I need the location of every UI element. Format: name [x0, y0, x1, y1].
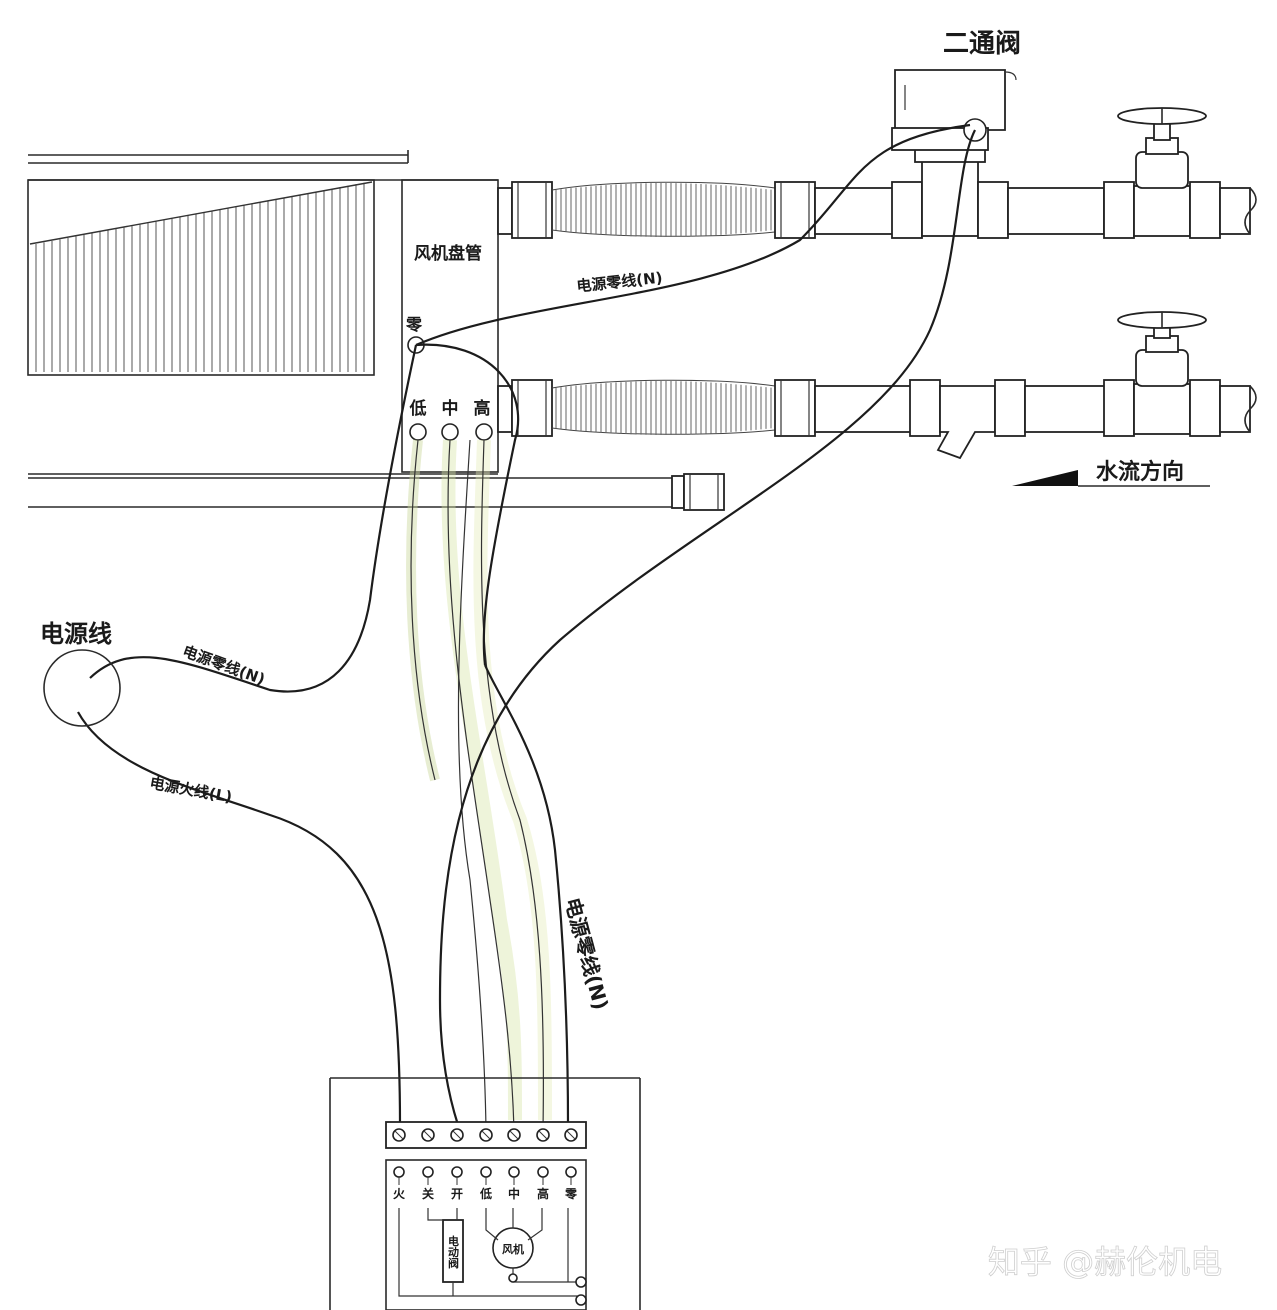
gate-valve-upper — [1117, 107, 1207, 189]
controller-terminal-label: 火 — [393, 1187, 406, 1201]
fan-coil-label: 风机盘管 — [414, 243, 482, 264]
watermark-text: 知乎 @赫伦机电 — [988, 1243, 1222, 1281]
power-cord-symbol — [43, 649, 121, 727]
power-neutral-top-label: 电源零线(N) — [576, 269, 664, 296]
controller-terminal-label: 高 — [537, 1186, 549, 1201]
controller-terminal-label: 低 — [479, 1186, 492, 1201]
controller-terminal-label: 关 — [422, 1186, 434, 1201]
neutral-marker-label: 零 — [405, 315, 423, 334]
two-way-valve-label: 二通阀 — [943, 29, 1021, 59]
lower-pipe — [497, 379, 1257, 460]
speed-wire-bundle — [406, 439, 552, 1131]
controller-terminal-label: 中 — [508, 1186, 520, 1201]
fan-coil-terminals — [407, 336, 493, 441]
flex-hose-upper — [551, 181, 776, 237]
speed-high-label: 高 — [474, 398, 491, 419]
fan-coil-housing — [27, 150, 499, 475]
coil-fins — [29, 181, 373, 372]
controller-terminal-label: 开 — [451, 1187, 463, 1201]
flex-hose-lower — [551, 379, 776, 435]
thermostat-controller: 火 关 开 低 中 高 零 电动阀 风机 — [329, 1077, 641, 1310]
speed-mid-label: 中 — [442, 398, 459, 419]
controller-fan-label: 风机 — [502, 1242, 524, 1256]
power-live-label: 电源火线(L) — [148, 774, 233, 806]
water-flow-label: 水流方向 — [1096, 459, 1184, 485]
power-neutral-vertical-label: 电源零线(N) — [560, 895, 613, 1012]
low-terminal — [409, 423, 427, 441]
controller-terminal-label: 零 — [564, 1187, 578, 1201]
two-way-valve-actuator — [891, 69, 1017, 151]
high-terminal — [475, 423, 493, 441]
gate-valve-lower — [1117, 311, 1207, 387]
speed-low-label: 低 — [409, 398, 427, 419]
drain-pipe — [28, 473, 725, 511]
power-cord-label: 电源线 — [40, 620, 112, 648]
controller-valve-label: 电动阀 — [447, 1234, 460, 1269]
mid-terminal — [441, 423, 459, 441]
upper-pipe — [497, 147, 1257, 239]
wires — [77, 123, 976, 1126]
water-flow-arrow — [1012, 470, 1210, 487]
